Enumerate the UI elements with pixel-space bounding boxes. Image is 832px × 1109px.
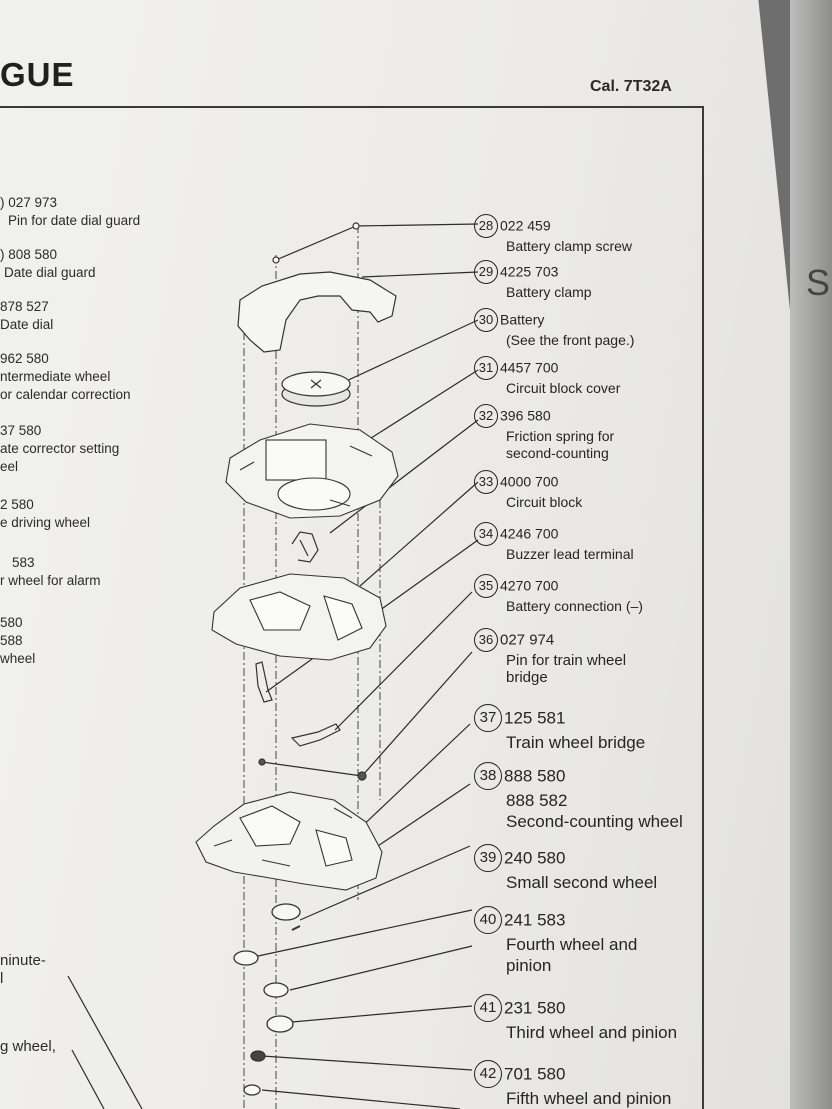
right-border-rule xyxy=(702,106,704,1109)
left-entry: 878 527 Date dial xyxy=(0,299,54,332)
left-entry: g wheel, xyxy=(0,1038,56,1055)
left-entry: 2 580 e driving wheel xyxy=(0,497,91,530)
adjacent-page-letter: S xyxy=(806,262,831,303)
left-entry: 37 580 ate corrector setting eel xyxy=(0,423,120,474)
left-entry: ) 027 973 Pin for date dial guard xyxy=(0,195,141,228)
top-border-rule xyxy=(0,106,704,108)
left-entry: 580 588 wheel xyxy=(0,615,36,666)
left-entry: ) 808 580 Date dial guard xyxy=(0,247,96,280)
page-title: GUE xyxy=(0,56,75,93)
left-entry: 962 580 ntermediate wheel or calendar co… xyxy=(0,351,131,402)
page-edge xyxy=(790,0,832,1109)
left-entry: ninute- l xyxy=(0,952,46,987)
left-entry: 583 r wheel for alarm xyxy=(0,555,101,588)
calibre-label: Cal. 7T32A xyxy=(590,78,672,95)
